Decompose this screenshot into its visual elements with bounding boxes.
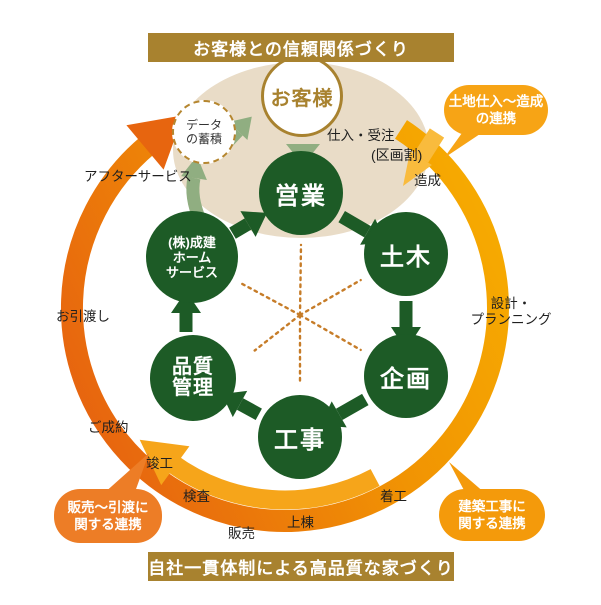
label-land-development: 造成 — [414, 173, 441, 188]
label-handover: お引渡し — [56, 309, 110, 324]
callout-sales-handover: 販売〜引渡に 関する連携 — [54, 489, 162, 543]
cycle-ring-arrowhead — [126, 115, 184, 170]
bottom-banner: 自社一貫体制による高品質な家づくり — [148, 552, 454, 581]
dept-sales-circle: 営業 — [259, 151, 343, 235]
label-purchase-order: 仕入・受注 — [327, 128, 395, 143]
home-service-line2: ホーム — [172, 249, 212, 265]
bottom-flow-arrow — [166, 455, 380, 510]
dept-quality-circle: 品質 管理 — [150, 335, 236, 421]
data-accumulation-line1: データ — [185, 118, 222, 132]
land-flow-arrow — [413, 128, 445, 163]
dept-planning-circle: 企画 — [364, 334, 448, 418]
label-inspection: 検査 — [183, 489, 210, 504]
callout-building-works: 建築工事に 関する連携 — [439, 489, 545, 541]
label-design-line1: 設計・ — [490, 296, 532, 311]
quality-line1: 品質 — [172, 356, 214, 378]
arrow-planning-to-construction — [335, 393, 369, 421]
label-completion: 竣工 — [146, 456, 173, 471]
cycle-ring-arrow — [60, 120, 509, 533]
label-design-line2: プランニング — [470, 312, 552, 327]
dept-construction-circle: 工事 — [258, 395, 342, 479]
dept-civil-circle: 土木 — [364, 212, 448, 296]
land-flow-arrowhead — [403, 151, 432, 186]
home-service-line1: (株)成建 — [168, 234, 216, 250]
arrow-home-to-sales — [229, 218, 252, 239]
label-construction-start: 着工 — [380, 489, 407, 504]
callout-land-line1: 土地仕入〜造成 — [448, 94, 544, 109]
arrow-sales-to-civil — [338, 210, 371, 238]
callout-building-line1: 建築工事に — [458, 499, 526, 514]
arrow-construction-to-quality — [236, 398, 262, 421]
quality-line2: 管理 — [172, 377, 214, 399]
data-accumulation-circle: データ の蓄積 — [172, 100, 236, 164]
label-contract: ご成約 — [88, 420, 129, 435]
callout-saleshand-line2: 関する連携 — [74, 517, 142, 532]
label-subdivision: (区画割) — [371, 147, 423, 163]
top-banner: お客様との信頼関係づくり — [148, 33, 454, 62]
callout-saleshand-line1: 販売〜引渡に — [67, 500, 149, 515]
callout-building-line2: 関する連携 — [458, 516, 526, 531]
data-accumulation-line2: の蓄積 — [185, 132, 222, 146]
bottom-flow-arrowhead — [139, 439, 190, 486]
label-sales-step: 販売 — [228, 526, 255, 541]
dept-home-service-circle: (株)成建 ホーム サービス — [146, 211, 238, 303]
customer-circle: お客様 — [261, 55, 343, 137]
callout-land-line2: の連携 — [475, 111, 517, 126]
home-service-line3: サービス — [165, 264, 218, 280]
label-after-service: アフターサービス — [84, 169, 192, 184]
label-roof-raising: 上棟 — [287, 515, 314, 530]
callout-land-purchase: 土地仕入〜造成 の連携 — [444, 85, 548, 135]
label-design-planning: 設計・ プランニング — [470, 296, 552, 328]
hub-dotted-lines — [238, 243, 362, 387]
